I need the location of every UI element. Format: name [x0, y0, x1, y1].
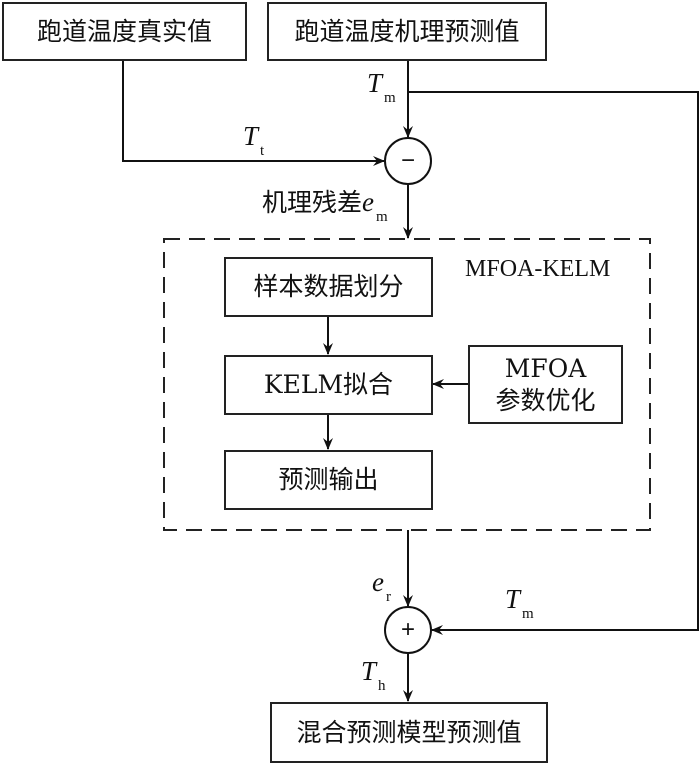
group-label: MFOA-KELM	[465, 256, 611, 282]
mfoa-kelm-group-border	[163, 238, 651, 531]
mech-prediction-box: 跑道温度机理预测值	[267, 2, 547, 61]
tm-bypass-line	[408, 91, 699, 635]
predict-output-box: 预测输出	[224, 450, 433, 510]
true-value-label: 跑道温度真实值	[36, 16, 212, 46]
predict-output-label: 预测输出	[278, 465, 379, 495]
add-operator: +	[400, 616, 415, 643]
subtract-operator: −	[400, 147, 415, 174]
hybrid-prediction-box: 混合预测模型预测值	[270, 702, 548, 763]
mfoa-optimization-box: MFOA 参数优化	[468, 345, 623, 424]
sample-split-label: 样本数据划分	[253, 272, 404, 302]
kelm-fit-label: KELM拟合	[263, 370, 394, 400]
hybrid-prediction-label: 混合预测模型预测值	[296, 717, 522, 747]
true-value-box: 跑道温度真实值	[2, 2, 247, 61]
kelm-fit-box: KELM拟合	[224, 355, 433, 415]
tt-flow-line	[122, 60, 385, 166]
sample-split-box: 样本数据划分	[224, 257, 433, 317]
mfoa-line1: MFOA	[504, 354, 587, 384]
mech-prediction-label: 跑道温度机理预测值	[294, 16, 520, 46]
mfoa-line2: 参数优化	[495, 385, 596, 415]
